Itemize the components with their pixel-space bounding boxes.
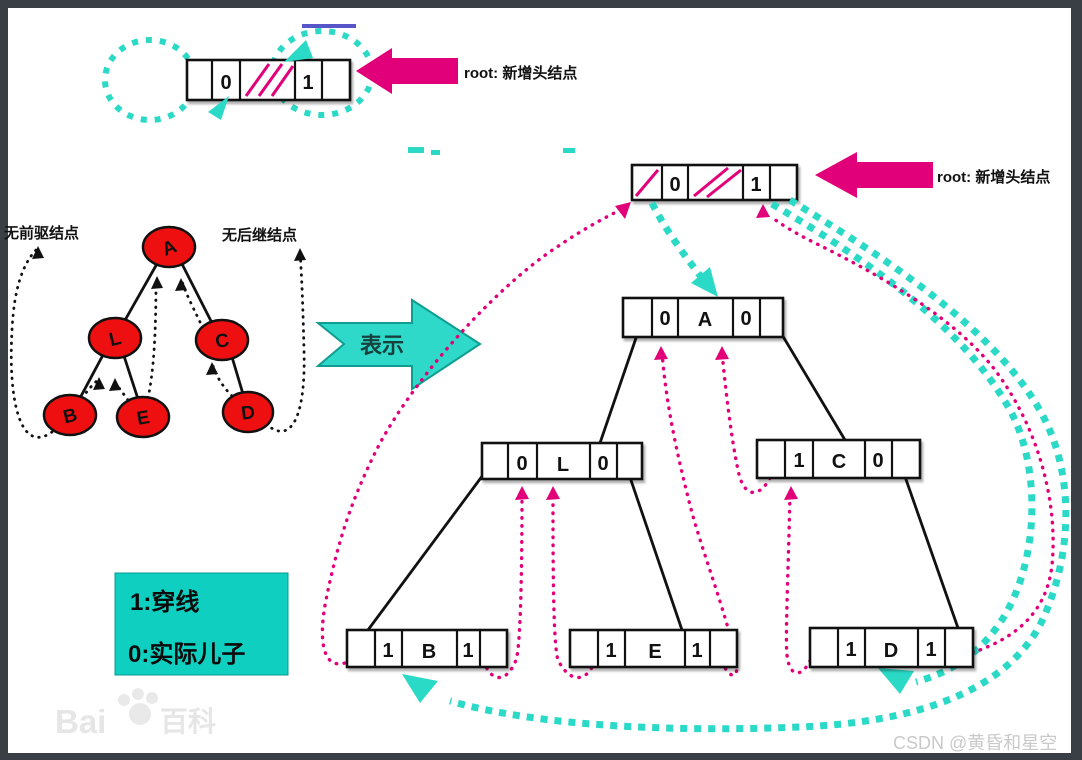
no-predecessor-label: 无前驱结点 — [3, 224, 79, 242]
teal-arrow-up-icon — [208, 96, 229, 120]
head-node-box-small: 0 1 — [185, 58, 352, 102]
magenta-arrow-head-left-icon — [615, 202, 631, 219]
represents-label: 表示 — [360, 333, 404, 358]
empty-threaded-head-diagram: 0 1 root: 新增头结点 — [102, 28, 577, 123]
magenta-arrow-c-icon — [784, 486, 798, 500]
head-small-rtag: 1 — [302, 72, 313, 94]
thread-d-no-successor — [264, 250, 306, 433]
magenta-arrow-head-right-icon — [756, 204, 770, 218]
head-small-ltag: 0 — [220, 72, 231, 94]
thread-d-rchild-to-head — [768, 214, 1055, 657]
blue-line-fragment — [302, 24, 356, 28]
baidu-watermark-part2: 百科 — [160, 706, 216, 737]
node-c-ltag: 1 — [793, 450, 804, 472]
node-e-value: E — [648, 641, 661, 663]
node-d-rtag: 1 — [925, 639, 936, 661]
node-e-letter: E — [135, 407, 151, 430]
thread-e-lchild-to-l — [551, 490, 599, 680]
threaded-node-d: 1 D 1 — [808, 626, 975, 669]
thread-b-rchild-to-l — [480, 490, 524, 680]
legend: 1:穿线 0:实际儿子 — [114, 572, 289, 676]
node-a-ltag: 0 — [659, 308, 670, 330]
thread-c-lchild-to-a — [720, 350, 772, 495]
magenta-arrow-l-right-icon — [546, 486, 560, 500]
node-c-rtag: 0 — [872, 450, 883, 472]
thread-b-no-predecessor — [9, 248, 54, 439]
node-b-value: B — [422, 641, 436, 663]
root-label-small: root: 新增头结点 — [464, 64, 577, 82]
node-e-rtag: 1 — [691, 640, 702, 662]
node-l-rtag: 0 — [597, 453, 608, 475]
threaded-node-l: 0 L 0 — [480, 441, 644, 481]
node-c-value: C — [832, 451, 846, 473]
pointer-l-to-b — [366, 447, 505, 631]
edge-a-l — [122, 261, 160, 323]
thread-b-lchild-to-head — [320, 206, 626, 666]
teal-specks — [408, 147, 575, 155]
root-arrow-small — [356, 48, 458, 94]
logical-tree: 无前驱结点 无后继结点 A L — [3, 224, 306, 439]
edge-l-b — [78, 354, 105, 399]
node-l-value: L — [557, 454, 569, 476]
head-rtag: 1 — [750, 174, 761, 196]
root-arrow — [815, 152, 933, 198]
tree-nodes: A L C B E D — [42, 225, 275, 439]
node-d-value: D — [884, 640, 898, 662]
threaded-head-node: 0 1 root: 新增头结点 — [630, 152, 1050, 202]
node-a — [141, 225, 197, 269]
legend-box — [114, 572, 289, 676]
node-b-rtag: 1 — [462, 640, 473, 662]
represents-arrow: 表示 — [315, 298, 482, 391]
teal-loop-to-b — [449, 197, 1070, 733]
node-b-ltag: 1 — [382, 640, 393, 662]
baidu-paw-icon — [118, 688, 158, 725]
magenta-arrow-a-left-icon — [654, 346, 668, 360]
teal-arrow-a-icon — [691, 267, 718, 297]
csdn-watermark: CSDN @黄昏和星空 — [893, 733, 1057, 753]
node-l — [87, 316, 143, 360]
node-b-letter: B — [61, 405, 79, 429]
node-c — [194, 318, 250, 362]
magenta-arrow-a-right-icon — [715, 346, 729, 360]
node-l-ltag: 0 — [516, 453, 527, 475]
threaded-node-e: 1 E 1 — [568, 628, 739, 669]
baidu-watermark: Bai 百科 — [55, 688, 216, 740]
head-ltag: 0 — [669, 174, 680, 196]
legend-line2: 0:实际儿子 — [128, 640, 245, 668]
baidu-watermark-part1: Bai — [55, 703, 106, 740]
teal-arrow-d-icon — [878, 668, 914, 694]
legend-line1: 1:穿线 — [130, 588, 199, 616]
teal-arrow-b-icon — [402, 674, 438, 703]
node-a-value: A — [698, 309, 712, 331]
head-node-box: 0 1 — [630, 163, 799, 202]
node-d-letter: D — [240, 402, 256, 424]
node-a-rtag: 0 — [740, 308, 751, 330]
node-c-letter: C — [214, 330, 231, 353]
edge-c-d — [230, 356, 245, 395]
thread-b-l — [80, 378, 100, 400]
represents-arrow-icon — [315, 298, 482, 391]
threaded-node-c: 1 C 0 — [755, 438, 922, 480]
node-e — [115, 395, 171, 439]
threaded-node-a: 0 A 0 — [621, 296, 785, 339]
node-d-ltag: 1 — [845, 639, 856, 661]
threaded-node-b: 1 B 1 — [345, 628, 509, 669]
no-successor-label: 无后继结点 — [221, 226, 297, 244]
magenta-arrow-l-left-icon — [515, 486, 529, 500]
node-l-letter: L — [107, 328, 124, 351]
thread-e-rchild-to-a — [660, 350, 739, 677]
black-thread-arrowheads — [32, 246, 306, 391]
node-e-ltag: 1 — [605, 640, 616, 662]
node-d — [221, 390, 275, 434]
node-b — [42, 393, 98, 437]
root-label: root: 新增头结点 — [937, 168, 1050, 186]
edge-l-e — [122, 355, 140, 400]
teal-arrow-down-icon — [284, 40, 313, 62]
edge-a-c — [179, 261, 214, 324]
